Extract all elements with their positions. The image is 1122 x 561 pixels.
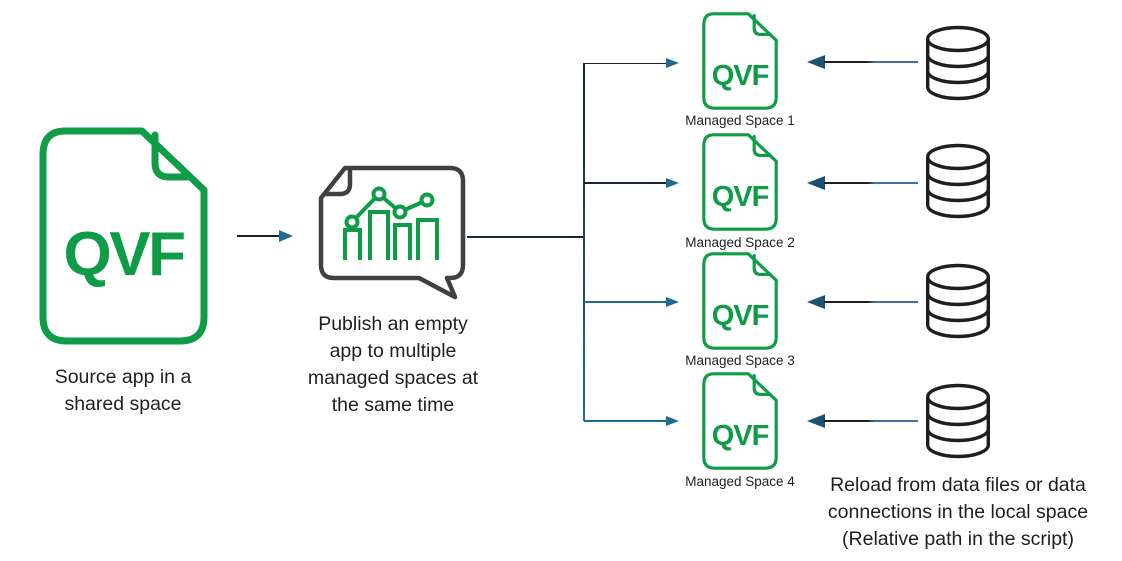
document-outline: [39, 127, 208, 345]
qvf-document-icon: [39, 127, 208, 345]
source-caption: Source app in a shared space: [54, 366, 192, 415]
speech-bubble-outline: [318, 165, 466, 300]
qvf-document-icon: [702, 372, 778, 470]
branch-trunk-line: [583, 63, 585, 421]
source-qvf-file-icon: QVF: [39, 127, 208, 345]
managed-space-2-label: Managed Space 2: [685, 235, 795, 250]
managed-space-4-qvf-file-icon: QVF: [700, 372, 780, 470]
reload-arrowhead-4: [807, 414, 825, 428]
bubble-folded-corner-icon: [322, 168, 353, 197]
publish-caption: Publish an empty app to multiple managed…: [307, 313, 479, 416]
reload-note: Reload from data files or data connectio…: [827, 474, 1089, 550]
managed-space-2-file-type: QVF: [711, 181, 770, 213]
database-icon-2: [925, 143, 991, 224]
publish-app-icon: [318, 165, 466, 305]
reload-arrow-line-2: [824, 182, 918, 184]
managed-space-4-label: Managed Space 4: [685, 474, 795, 489]
managed-space-4-file-type: QVF: [711, 420, 770, 452]
reload-arrowhead-3: [807, 295, 825, 309]
reload-arrow-line-1: [824, 61, 918, 63]
qvf-document-icon: [702, 133, 778, 231]
branch-line-4: [584, 420, 668, 422]
branch-arrowhead-2: [666, 177, 679, 188]
managed-space-1-qvf-file-icon: QVF: [700, 12, 780, 110]
line-chart-icon: [344, 186, 435, 230]
managed-space-3-label: Managed Space 3: [685, 353, 795, 368]
branch-line-2: [584, 182, 668, 184]
database-icon-1: [925, 25, 991, 106]
reload-arrowhead-2: [807, 176, 825, 190]
arrow-line-source-to-publish: [237, 235, 281, 238]
managed-space-3-file-type: QVF: [711, 300, 770, 332]
managed-space-2-qvf-file-icon: QVF: [700, 133, 780, 231]
database-cylinder: [926, 39, 990, 101]
database-icon-3: [925, 263, 991, 344]
reload-arrow-line-4: [824, 420, 918, 422]
managed-space-1-label: Managed Space 1: [685, 113, 795, 128]
database-icon-4: [925, 383, 991, 464]
managed-space-1-file-type: QVF: [711, 60, 770, 92]
branch-line-3: [584, 301, 668, 303]
arrowhead-source-to-publish: [279, 230, 293, 242]
bar-chart-icon: [343, 210, 439, 260]
branch-arrowhead-1: [666, 58, 679, 68]
source-file-type-label: QVF: [63, 220, 186, 289]
managed-space-3-qvf-file-icon: QVF: [700, 252, 780, 350]
qvf-document-icon: [702, 252, 778, 350]
qvf-document-icon: [702, 12, 778, 110]
connector-publish-to-branch: [467, 235, 584, 239]
branch-arrowhead-3: [666, 296, 679, 307]
reload-arrowhead-1: [807, 55, 825, 69]
reload-arrow-line-3: [824, 301, 918, 303]
branch-line-1: [584, 62, 668, 65]
branch-arrowhead-4: [666, 415, 679, 426]
chart-speech-bubble-icon: [318, 165, 466, 300]
folded-corner-icon: [151, 131, 191, 181]
